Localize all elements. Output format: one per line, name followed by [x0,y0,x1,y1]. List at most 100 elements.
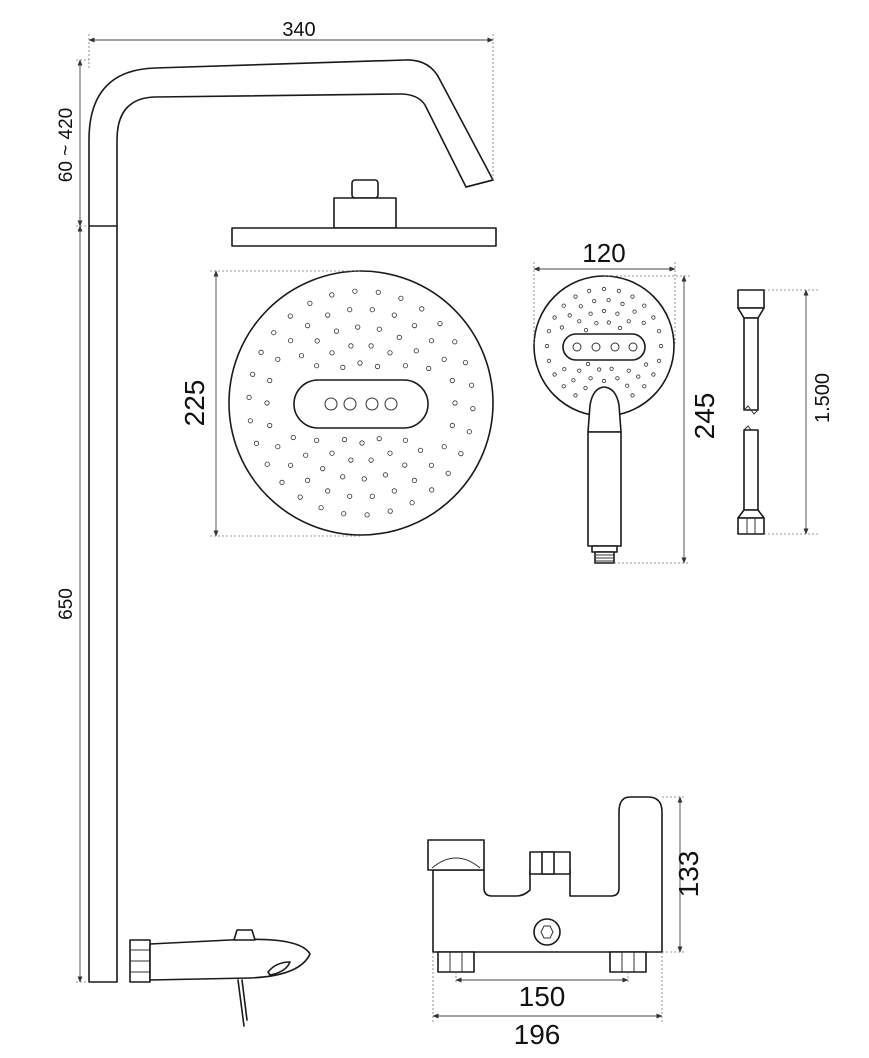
nozzle [449,377,455,384]
tub-spout [129,929,311,1027]
shower-hose [737,289,765,535]
nozzle [271,330,277,336]
nozzle [304,477,311,483]
nozzle [630,294,635,299]
nozzle [275,356,281,362]
nozzle [247,418,253,424]
nozzle [287,313,293,319]
nozzle [578,304,583,309]
nozzle [552,315,557,320]
dimension-hose-length: 1.500 [764,289,834,535]
overhead-shower-front-view [228,270,494,536]
nozzle [347,493,353,499]
nozzle [552,372,557,377]
nozzle [318,505,324,511]
nozzle [325,488,331,494]
nozzle [340,364,346,370]
nozzle [577,368,582,373]
nozzle [376,326,382,332]
nozzle [651,315,656,320]
nozzle [287,338,294,344]
nozzle [626,368,631,373]
overhead-center-nozzles [324,397,398,411]
nozzle [391,488,397,494]
nozzle [253,440,260,446]
nozzle [340,474,346,480]
hand-nozzle-pattern [544,286,664,398]
nozzle [630,393,635,398]
nozzle [267,377,273,384]
nozzle [445,470,451,476]
nozzle [426,365,432,372]
nozzle [307,300,313,306]
shower-column [88,59,494,983]
mixer-left-knob [427,839,485,871]
nozzle [267,422,273,429]
nozzle [546,329,552,334]
nozzle [656,358,662,363]
nozzle [290,434,296,441]
nozzle [417,447,424,453]
nozzle [597,367,602,372]
nozzle [429,487,435,493]
nozzle [355,324,361,330]
nozzle [304,322,311,329]
nozzle [396,334,402,340]
nozzle [546,358,552,363]
nozzle [626,319,631,324]
nozzle [313,437,320,443]
nozzle [411,477,417,483]
nozzle [592,298,597,304]
nozzle [329,450,335,456]
dimension-overhead-diameter: 225 [179,270,361,537]
nozzle [468,382,475,388]
dim-label-196: 196 [514,1019,561,1050]
nozzle [573,393,578,398]
nozzle [419,306,425,312]
nozzle [449,422,455,429]
nozzle [571,378,576,383]
nozzle [625,383,630,388]
dim-label-245: 245 [689,393,720,440]
nozzle [376,435,382,442]
lower-pipe [88,225,118,983]
nozzle [320,465,326,472]
nozzle [391,312,397,318]
hand-shower [533,275,675,564]
nozzle [466,429,472,435]
nozzle [303,452,309,458]
overhead-nozzle-pattern [246,288,476,518]
nozzle [452,400,458,406]
dimension-hand-width: 120 [533,238,676,346]
nozzle [577,319,582,324]
nozzle [616,288,621,293]
nozzle [375,289,381,295]
mixer-right-connector [609,951,647,973]
nozzle [617,325,623,331]
nozzle [606,320,611,325]
dim-label-225: 225 [179,380,210,427]
nozzle [348,343,354,349]
dimension-pipe-length: 650 [56,225,89,983]
nozzle [387,450,393,456]
nozzle [585,361,591,367]
nozzle [601,286,607,292]
nozzle [387,508,393,514]
hand-shower-handle [587,431,622,547]
nozzle [313,363,320,369]
nozzle [594,321,599,326]
nozzle [402,462,408,468]
dim-label-120: 120 [582,238,625,268]
hand-center-nozzles [572,342,638,352]
nozzle [411,322,417,329]
nozzle [642,384,647,389]
nozzle [636,374,641,379]
nozzle [632,309,637,314]
dimension-arm-height: 60 ~ 420 [56,59,89,227]
nozzle [361,476,367,482]
dim-label-133: 133 [673,851,704,898]
nozzle [246,394,252,400]
nozzle [544,343,550,349]
nozzle [567,313,572,318]
